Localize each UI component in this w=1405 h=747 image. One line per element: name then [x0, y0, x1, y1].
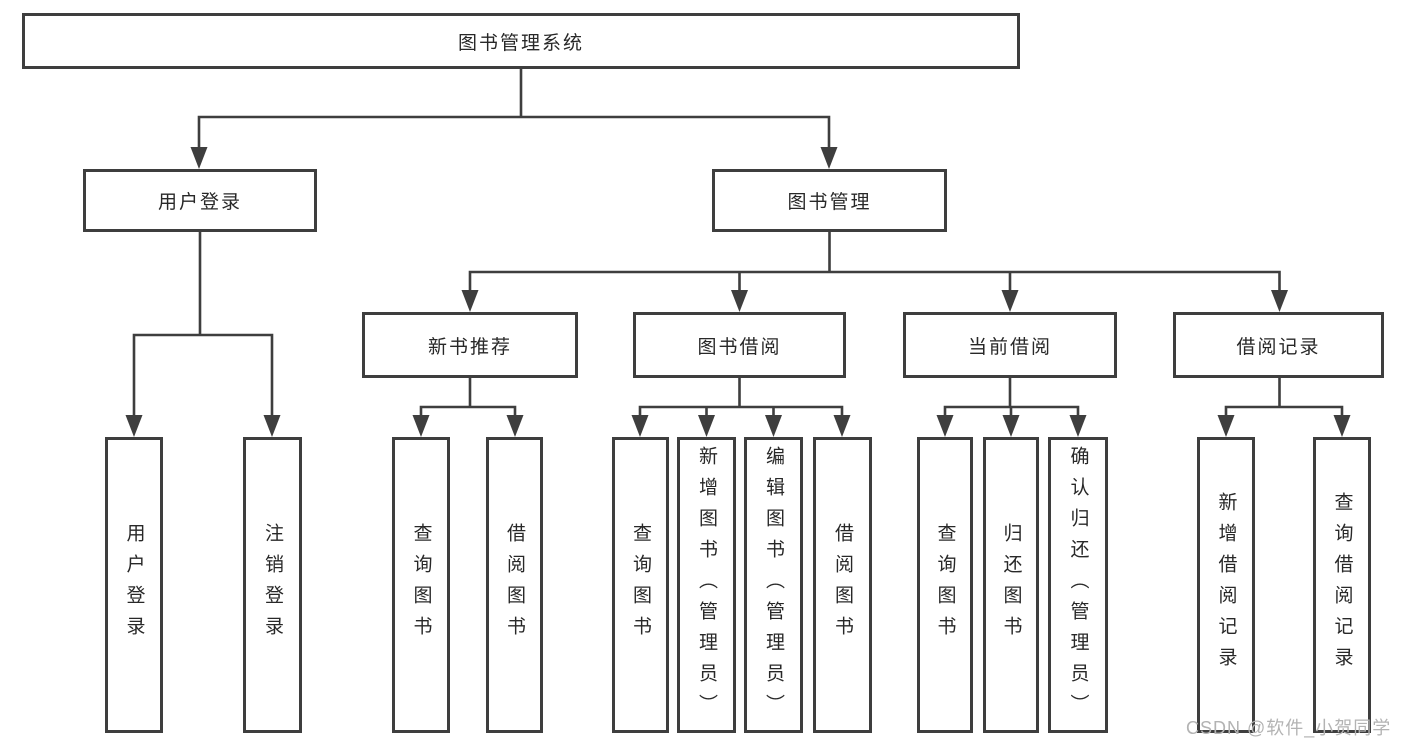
connector-login-to-leaves — [132, 230, 274, 420]
leaf-borrowing-add-books-admin: 新增图书（管理员） — [677, 437, 736, 733]
arrowhead-down-icon — [820, 147, 838, 169]
leaf-records-query-borrow-record: 查询借阅记录 — [1313, 437, 1371, 733]
arrowhead-down-icon — [731, 290, 748, 312]
arrowhead-down-icon — [698, 415, 715, 437]
arrowhead-down-icon — [506, 415, 524, 437]
node-borrowing-records: 借阅记录 — [1173, 312, 1384, 378]
leaf-records-add-borrow-record: 新增借阅记录 — [1197, 437, 1255, 733]
leaf-logout: 注销登录 — [243, 437, 302, 733]
connector-recommend-to-leaves — [419, 376, 517, 420]
connector-borrow-to-leaves — [638, 376, 844, 420]
arrowhead-down-icon — [461, 290, 479, 312]
leaf-recommend-borrow-books: 借阅图书 — [486, 437, 543, 733]
node-library-management-system: 图书管理系统 — [22, 13, 1020, 69]
csdn-watermark: CSDN @软件_小贺同学 — [1186, 718, 1392, 738]
arrowhead-down-icon — [412, 415, 430, 437]
leaf-current-confirm-return-admin: 确认归还（管理员） — [1048, 437, 1108, 733]
arrowhead-down-icon — [1002, 415, 1020, 437]
arrowhead-down-icon — [263, 415, 281, 437]
leaf-borrowing-borrow-books: 借阅图书 — [813, 437, 872, 733]
connector-current-to-leaves — [943, 376, 1080, 420]
node-new-book-recommendation: 新书推荐 — [362, 312, 578, 378]
connector-books-to-level3 — [468, 230, 1281, 295]
arrowhead-down-icon — [833, 415, 851, 437]
leaf-borrowing-edit-books-admin: 编辑图书（管理员） — [744, 437, 803, 733]
arrowhead-down-icon — [1217, 415, 1235, 437]
arrowhead-down-icon — [1271, 290, 1288, 312]
node-book-borrowing: 图书借阅 — [633, 312, 846, 378]
leaf-current-return-books: 归还图书 — [983, 437, 1039, 733]
arrowhead-down-icon — [190, 147, 208, 169]
arrowhead-down-icon — [1333, 415, 1351, 437]
leaf-current-query-books: 查询图书 — [917, 437, 973, 733]
connector-root-to-level2 — [197, 67, 831, 152]
arrowhead-down-icon — [125, 415, 143, 437]
node-user-login: 用户登录 — [83, 169, 317, 232]
arrowhead-down-icon — [936, 415, 954, 437]
leaf-borrowing-query-books: 查询图书 — [612, 437, 669, 733]
arrowhead-down-icon — [765, 415, 782, 437]
node-book-management: 图书管理 — [712, 169, 947, 232]
arrowhead-down-icon — [1069, 415, 1087, 437]
connector-records-to-leaves — [1224, 376, 1344, 420]
node-current-borrowing: 当前借阅 — [903, 312, 1117, 378]
arrowhead-down-icon — [1001, 290, 1019, 312]
leaf-user-login: 用户登录 — [105, 437, 163, 733]
leaf-recommend-query-books: 查询图书 — [392, 437, 450, 733]
arrowhead-down-icon — [631, 415, 649, 437]
